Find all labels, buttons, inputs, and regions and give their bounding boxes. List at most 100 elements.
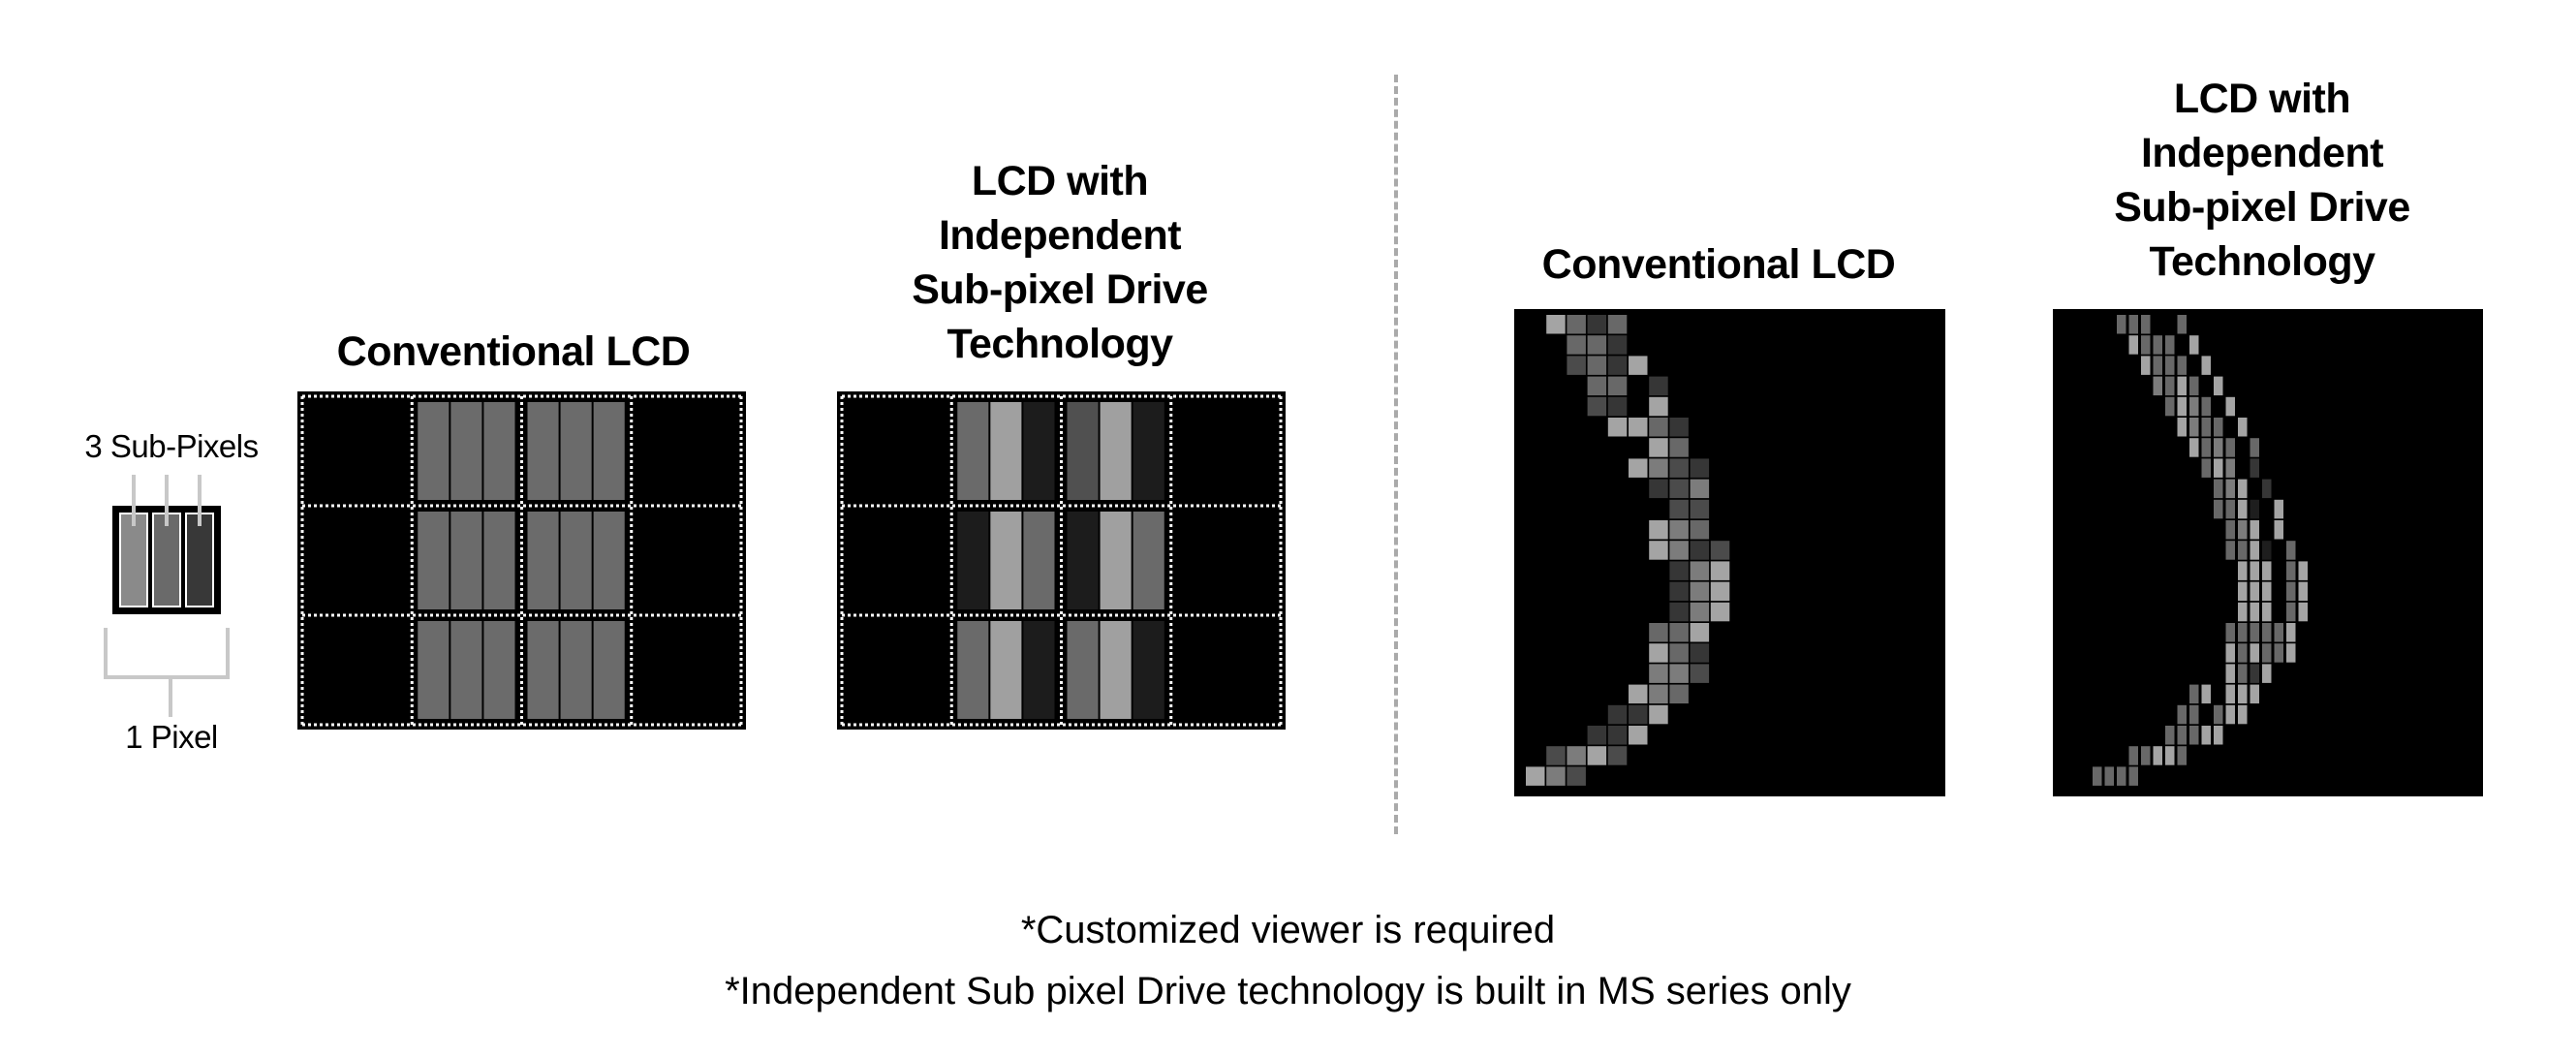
subpixel-bar: [450, 402, 482, 500]
subpixel: [2189, 335, 2199, 355]
pixel: [1587, 335, 1607, 355]
subpixel: [2238, 643, 2248, 663]
pixel: [1669, 499, 1689, 519]
pixel: [1607, 746, 1628, 765]
pixel: [1690, 664, 1710, 683]
subpixel: [2177, 726, 2187, 745]
pixel: [1526, 766, 1545, 786]
subpixel-bar: [560, 402, 592, 500]
subpixel: [2177, 376, 2187, 396]
subpixel-bar: [1100, 621, 1132, 719]
subpixel: [2262, 561, 2272, 580]
subpixel-bar: [1133, 621, 1164, 719]
subpixel: [2128, 766, 2138, 786]
pixel: [1607, 704, 1628, 725]
pixel: [1649, 704, 1668, 725]
pixel: [1690, 643, 1710, 663]
pixel: [1690, 479, 1710, 499]
subpixel: [2262, 479, 2272, 499]
subpixel: [2238, 561, 2248, 580]
subpixel-bar: [957, 512, 989, 609]
subpixel-bar: [418, 621, 450, 719]
pixel: [1690, 499, 1710, 519]
pixel: [1669, 418, 1689, 437]
pixel: [1607, 376, 1628, 396]
pixel: [1669, 684, 1689, 704]
subpixel: [2286, 602, 2296, 622]
pixel: [1587, 726, 1607, 745]
conventional-title-right: Conventional LCD: [1541, 241, 1896, 288]
subpixel: [2262, 602, 2272, 622]
subpixel: [2214, 438, 2223, 457]
subpixel: [2238, 684, 2248, 704]
pixel: [1690, 561, 1710, 580]
subpixel: [2286, 581, 2296, 602]
pixel: [1690, 602, 1710, 622]
subpixel-bar: [1133, 512, 1164, 609]
subpixel: [2189, 396, 2199, 417]
pixel: [1649, 458, 1668, 478]
subpixel-bar: [1133, 402, 1164, 500]
pixel: [1567, 766, 1586, 786]
subpixel: [2141, 746, 2151, 765]
pixel: [1649, 684, 1668, 704]
pixel: [1607, 418, 1628, 437]
subpixel-bar: [418, 512, 450, 609]
pixel: [1546, 315, 1566, 334]
title-line: Independent: [938, 212, 1182, 259]
title-line: LCD with: [971, 158, 1149, 204]
subpixel-bar: [593, 402, 625, 500]
subpixel-bar: [1100, 512, 1132, 609]
pixel: [1669, 664, 1689, 683]
pixel: [1690, 581, 1710, 602]
pixel: [1690, 541, 1710, 560]
subpixel-bar: [185, 513, 214, 607]
pixel: [1629, 356, 1648, 375]
pixel: [1587, 356, 1607, 375]
subpixel: [2141, 356, 2151, 375]
subpixel: [2274, 643, 2283, 663]
subpixel: [2165, 335, 2175, 355]
subpixel: [2189, 376, 2199, 396]
subpixel: [2250, 623, 2259, 642]
subpixel: [2117, 766, 2126, 786]
pixel: [1669, 623, 1689, 642]
subpixel-bar: [483, 512, 515, 609]
subpixel: [2214, 376, 2223, 396]
pixel: [1669, 581, 1689, 602]
subpixel-bar: [483, 402, 515, 500]
subpixel: [2250, 643, 2259, 663]
subpixel: [2250, 458, 2259, 478]
subpixel: [2189, 438, 2199, 457]
pixel: [1649, 479, 1668, 499]
subpixel: [2214, 479, 2223, 499]
subpixel-bar: [1067, 402, 1099, 500]
subpixel: [2225, 499, 2235, 519]
subpixel: [2128, 746, 2138, 765]
dashed-divider: [1394, 75, 1398, 834]
pixel: [1669, 541, 1689, 560]
subpixel: [2250, 541, 2259, 560]
subpixel-label: 3 Sub-Pixels: [84, 428, 259, 464]
pixel: [1649, 664, 1668, 683]
subpixel: [2262, 643, 2272, 663]
title-line: Sub-pixel Drive: [2114, 184, 2410, 231]
subpixel: [2117, 315, 2126, 334]
subpixel: [2165, 396, 2175, 417]
subpixel-bar: [119, 513, 148, 607]
subpixel-bar: [527, 621, 559, 719]
subpixel: [2153, 376, 2162, 396]
pixel-bracket: [104, 628, 230, 679]
subpixel: [2225, 664, 2235, 683]
pixel: [1710, 602, 1730, 622]
subpixel-bar: [957, 621, 989, 719]
pixel: [1669, 602, 1689, 622]
subpixel: [2286, 541, 2296, 560]
pixel: [1669, 438, 1689, 457]
subpixel: [2165, 726, 2175, 745]
pixel: [1649, 438, 1668, 457]
subpixel: [2250, 561, 2259, 580]
pixel: [1607, 315, 1628, 334]
subpixel: [2286, 643, 2296, 663]
subpixel-bar: [1023, 512, 1055, 609]
